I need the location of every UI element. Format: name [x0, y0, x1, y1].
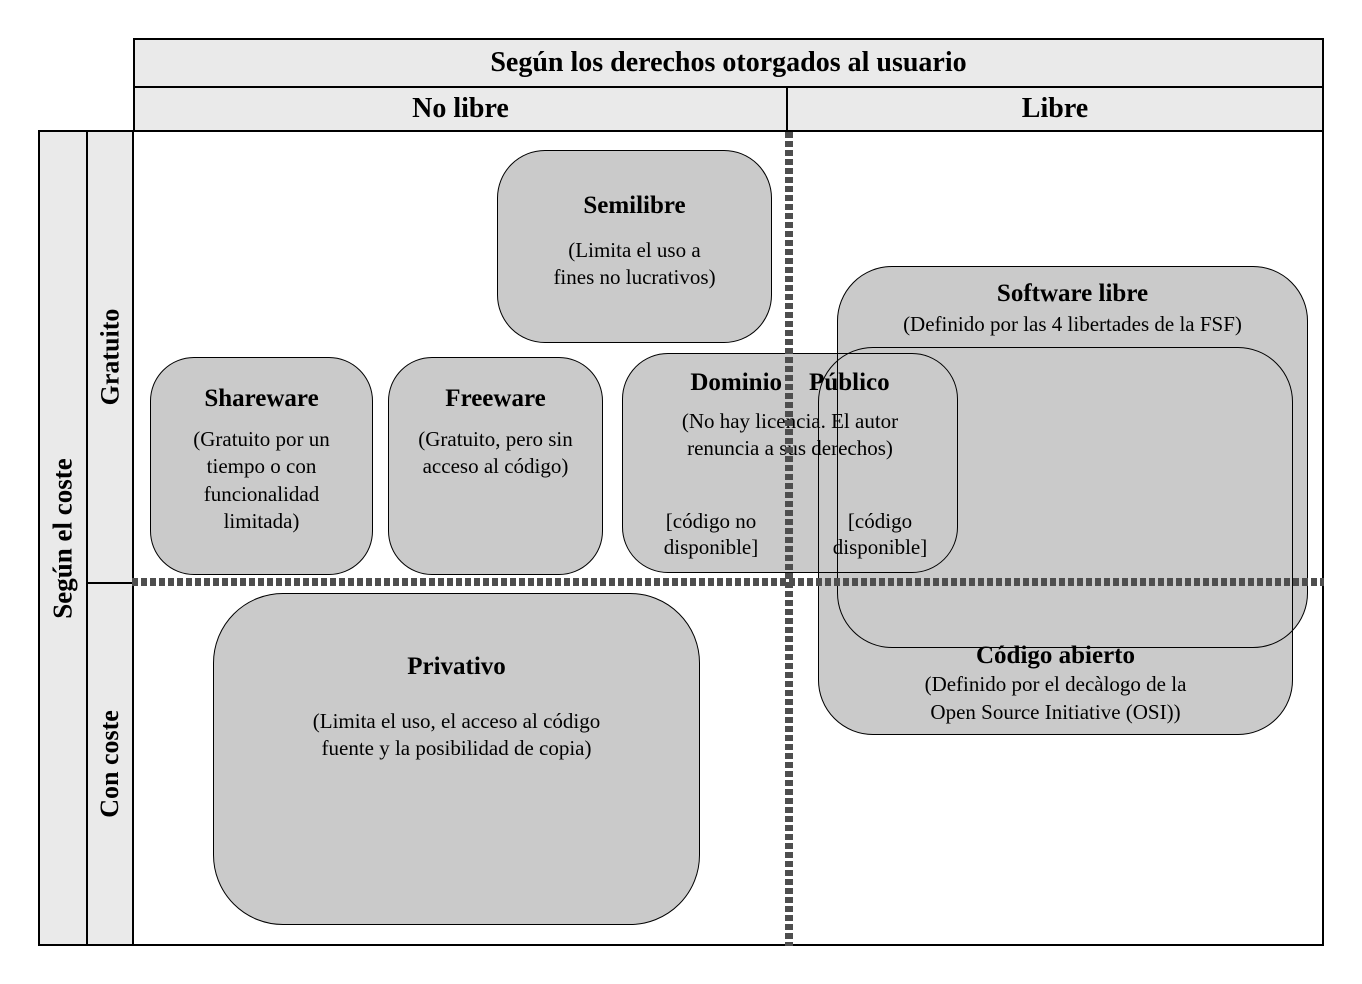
row-header-con-coste: Con coste	[86, 582, 134, 946]
box-software-libre-desc: (Definido por las 4 libertades de la FSF…	[903, 312, 1242, 336]
row-header-gratuito-label: Gratuito	[95, 308, 125, 406]
column-header-libre: Libre	[786, 86, 1324, 132]
box-semilibre-title: Semilibre	[583, 192, 686, 219]
note-codigo-no-disponible: [código no disponible]	[663, 508, 759, 559]
row-header-gratuito: Gratuito	[86, 130, 134, 584]
box-dominio-publico-title: Dominio Público	[623, 368, 957, 398]
row-axis-label: Según el coste	[47, 457, 78, 619]
dominio-title-word-right: Público	[809, 369, 890, 396]
box-privativo: Privativo (Limita el uso, el acceso al c…	[213, 593, 700, 925]
codigo-abierto-fill	[818, 347, 1293, 735]
row-axis-segun-el-coste: Según el coste	[38, 130, 88, 946]
box-freeware-title: Freeware	[445, 385, 546, 412]
box-dominio-publico-desc: (No hay licencia. El autor renuncia a su…	[681, 409, 899, 461]
box-software-libre: Software libre (Definido por las 4 liber…	[837, 266, 1308, 648]
box-shareware: Shareware (Gratuito por un tiempo o con …	[150, 357, 373, 575]
box-semilibre: Semilibre (Limita el uso a fines no lucr…	[497, 150, 772, 343]
box-dominio-publico: Dominio Público (No hay licencia. El aut…	[622, 353, 958, 573]
box-privativo-desc: (Limita el uso, el acceso al código fuen…	[312, 709, 601, 761]
note-codigo-disponible: [código disponible]	[832, 508, 928, 559]
column-header-no-libre: No libre	[133, 86, 788, 132]
box-semilibre-desc: (Limita el uso a fines no lucrativos)	[553, 238, 716, 290]
box-freeware: Freeware (Gratuito, pero sin acceso al c…	[388, 357, 603, 575]
box-codigo-abierto: Código abierto (Definido por el decàlogo…	[818, 347, 1293, 735]
header-rights-title: Según los derechos otorgados al usuario	[133, 38, 1324, 88]
box-codigo-abierto-title: Código abierto	[975, 642, 1136, 670]
box-shareware-title: Shareware	[204, 385, 319, 412]
vertical-dotted-divider	[785, 132, 793, 946]
dominio-title-word-left: Dominio	[690, 369, 783, 396]
box-shareware-desc: (Gratuito por un tiempo o con funcionali…	[193, 427, 330, 533]
box-software-libre-title: Software libre	[996, 280, 1149, 307]
horizontal-dotted-divider	[132, 578, 1324, 586]
box-codigo-abierto-desc: (Definido por el decàlogo de la Open Sou…	[924, 672, 1187, 724]
box-privativo-title: Privativo	[407, 653, 506, 680]
row-header-con-coste-label: Con coste	[95, 710, 124, 818]
box-freeware-desc: (Gratuito, pero sin acceso al código)	[418, 427, 573, 479]
